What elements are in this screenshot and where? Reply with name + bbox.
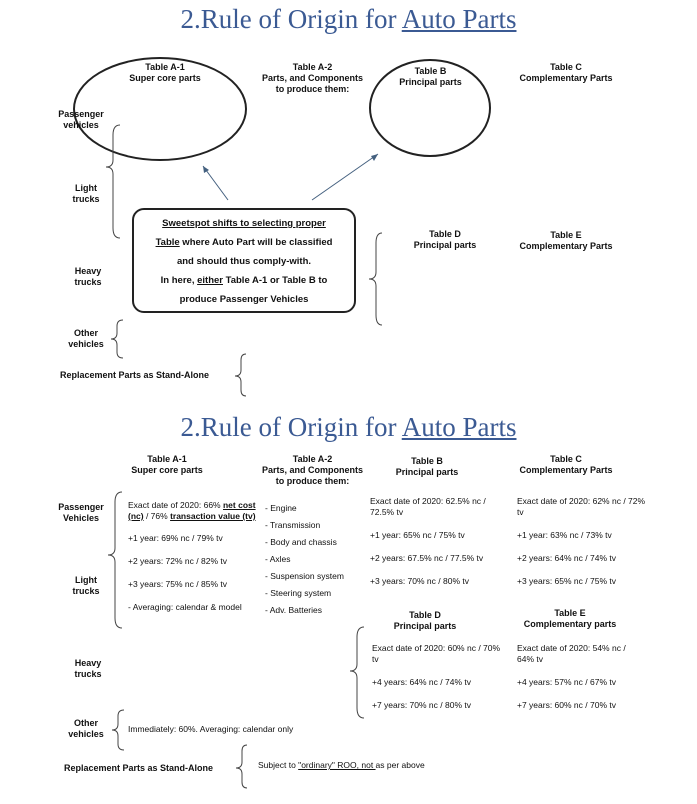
slide1-row-light: Light trucks [72, 183, 100, 204]
slide1-row-passenger: Passenger vehicles [58, 109, 104, 130]
arrow-to-table-a1 [202, 165, 229, 201]
cell-c: Exact date of 2020: 62% nc / 72% tv +1 y… [517, 496, 647, 587]
a1-averaging: - Averaging: calendar & model [128, 602, 242, 612]
slide2-header-table-d: Table D Principal parts [393, 610, 457, 631]
cell-a2: - Engine - Transmission - Body and chass… [265, 500, 365, 619]
a1-year1: +1 year: 69% nc / 79% tv [128, 533, 223, 543]
slide2-header-table-c: Table C Complementary Parts [519, 454, 613, 475]
slide1-header-table-c: Table C Complementary Parts [519, 62, 613, 83]
brace-light-trucks-1 [105, 124, 121, 239]
slide1-row-heavy: Heavy trucks [74, 266, 102, 287]
a2-item: - Adv. Batteries [265, 605, 323, 615]
slide2-header-table-a2: Table A-2 Parts, and Components to produ… [261, 454, 363, 486]
b-year3: +3 years: 70% nc / 80% tv [370, 576, 469, 586]
arrow-to-table-b [311, 153, 379, 201]
brace-other-vehicles-1 [110, 319, 124, 359]
cell-b: Exact date of 2020: 62.5% nc / 72.5% tv … [370, 496, 510, 587]
slide2-title-link[interactable]: Auto Parts [401, 412, 517, 442]
brace-other-vehicles-2 [111, 709, 125, 751]
callout-line5: produce Passenger Vehicles [179, 294, 309, 305]
callout-line2: Table where Auto Part will be classified [155, 237, 333, 248]
a2-item: - Body and chassis [265, 537, 337, 547]
sweetspot-callout: Sweetspot shifts to selecting proper Tab… [132, 208, 356, 313]
a1-exact: Exact date of 2020: 66% net cost (nc) / … [128, 500, 256, 521]
c-year2: +2 years: 64% nc / 74% tv [517, 553, 616, 563]
d-year7: +7 years: 70% nc / 80% tv [372, 700, 471, 710]
e-year7: +7 years: 60% nc / 70% tv [517, 700, 616, 710]
brace-table-d-e-1 [368, 232, 383, 326]
cell-d: Exact date of 2020: 60% nc / 70% tv +4 y… [372, 643, 502, 711]
b-year1: +1 year: 65% nc / 75% tv [370, 530, 465, 540]
slide2-title: 2.Rule of Origin for Auto Parts [180, 412, 517, 442]
slide2-row-heavy: Heavy trucks [74, 658, 102, 679]
slide1-header-table-d: Table D Principal parts [413, 229, 477, 250]
slide2-header-table-e: Table E Complementary parts [523, 608, 617, 629]
cell-a1: Exact date of 2020: 66% net cost (nc) / … [128, 500, 256, 613]
slide2-header-table-b: Table B Principal parts [395, 456, 459, 477]
callout-line1: Sweetspot shifts to selecting proper [162, 218, 326, 229]
ellipse-table-b [369, 59, 491, 157]
a2-item: - Suspension system [265, 571, 344, 581]
c-year1: +1 year: 63% nc / 73% tv [517, 530, 612, 540]
b-year2: +2 years: 67.5% nc / 77.5% tv [370, 553, 484, 563]
slide1-row-other: Other vehicles [68, 328, 104, 349]
slide1-row-replacement: Replacement Parts as Stand-Alone [60, 370, 210, 380]
e-exact: Exact date of 2020: 54% nc / 64% tv [517, 643, 626, 664]
other-vehicles-text: Immediately: 60%. Averaging: calendar on… [128, 724, 294, 734]
slide1-header-table-a2: Table A-2 Parts, and Components to produ… [261, 62, 363, 94]
slide1-header-table-e: Table E Complementary Parts [519, 230, 613, 251]
slide1-title: 2.Rule of Origin for Auto Parts [180, 4, 517, 34]
e-year4: +4 years: 57% nc / 67% tv [517, 677, 616, 687]
d-exact: Exact date of 2020: 60% nc / 70% tv [372, 643, 501, 664]
c-exact: Exact date of 2020: 62% nc / 72% tv [517, 496, 646, 517]
a1-year2: +2 years: 72% nc / 82% tv [128, 556, 227, 566]
ellipse-table-a1 [73, 57, 247, 161]
d-year4: +4 years: 64% nc / 74% tv [372, 677, 471, 687]
a2-item: - Steering system [265, 588, 332, 598]
slide1-header-table-a1: Table A-1 Super core parts [129, 62, 201, 83]
replacement-text: Subject to "ordinary" ROO, not as per ab… [258, 760, 425, 770]
slide2-row-other: Other vehicles [68, 718, 104, 739]
brace-light-trucks-2 [107, 491, 123, 629]
brace-table-d-e-2 [349, 626, 365, 719]
slide2-header-table-a1: Table A-1 Super core parts [131, 454, 203, 475]
callout-line3: and should thus comply-with. [176, 256, 312, 267]
callout-line4: In here, either Table A-1 or Table B to [160, 275, 328, 286]
slide1-title-link[interactable]: Auto Parts [401, 4, 517, 34]
a2-item: - Transmission [265, 520, 321, 530]
a2-item: - Axles [265, 554, 291, 564]
a1-year3: +3 years: 75% nc / 85% tv [128, 579, 227, 589]
brace-replacement-1 [234, 353, 247, 397]
slide1-header-table-b: Table B Principal parts [399, 66, 462, 87]
slide2-row-passenger: Passenger Vehicles [58, 502, 104, 523]
cell-e: Exact date of 2020: 54% nc / 64% tv +4 y… [517, 643, 637, 711]
brace-replacement-2 [235, 744, 248, 789]
a2-item: - Engine [265, 503, 297, 513]
slide2-row-light: Light trucks [72, 575, 100, 596]
slide2-row-replacement: Replacement Parts as Stand-Alone [64, 763, 214, 773]
b-exact: Exact date of 2020: 62.5% nc / 72.5% tv [370, 496, 486, 517]
c-year3: +3 years: 65% nc / 75% tv [517, 576, 616, 586]
